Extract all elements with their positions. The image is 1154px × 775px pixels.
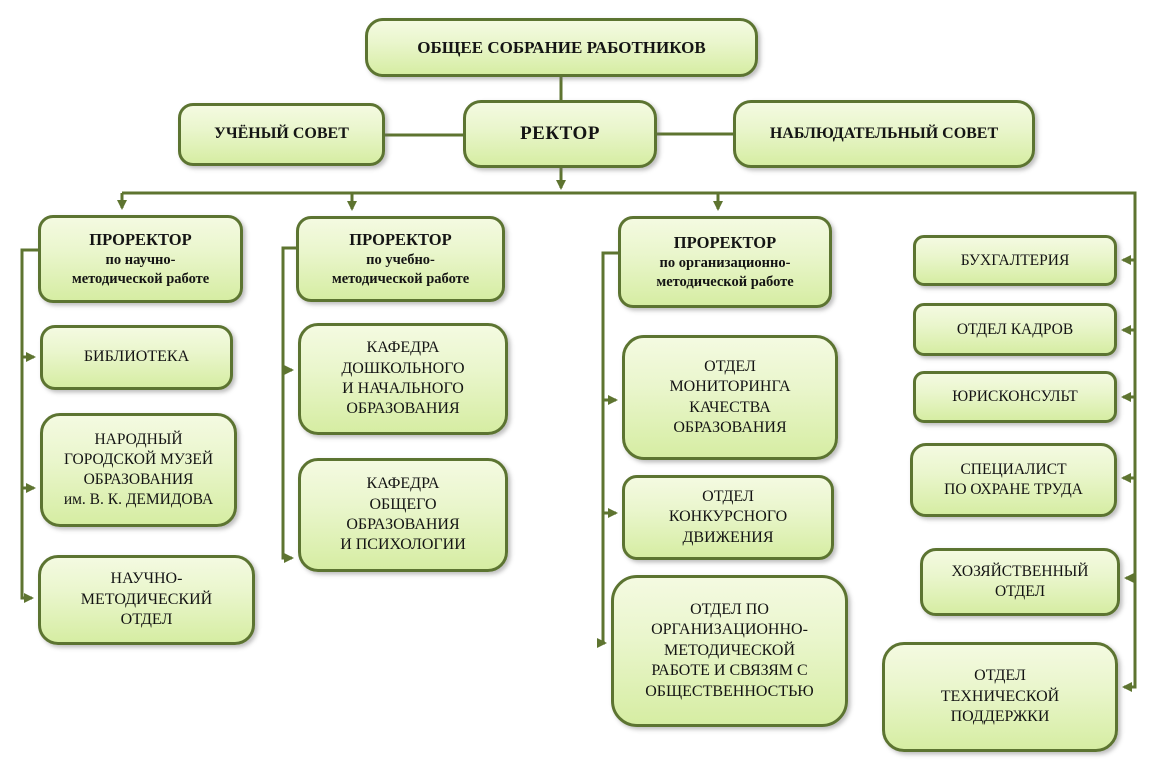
- node-legal-counsel: ЮРИСКОНСУЛЬТ: [913, 371, 1117, 423]
- node-general-meeting: ОБЩЕЕ СОБРАНИЕ РАБОТНИКОВ: [365, 18, 758, 77]
- node-scientific-methodical-dept: НАУЧНО- МЕТОДИЧЕСКИЙ ОТДЕЛ: [38, 555, 255, 645]
- vice-rector-scientific-subtitle: по научно- методической работе: [71, 251, 210, 287]
- node-rector: РЕКТОР: [463, 100, 657, 168]
- vice-rector-organizational-title: ПРОРЕКТОР: [673, 233, 777, 253]
- vice-rector-organizational-subtitle: по организационно- методической работе: [656, 254, 794, 290]
- node-library: БИБЛИОТЕКА: [40, 325, 233, 390]
- node-vice-rector-organizational: ПРОРЕКТОР по организационно- методическо…: [618, 216, 832, 308]
- node-supervisory-council: НАБЛЮДАТЕЛЬНЫЙ СОВЕТ: [733, 100, 1035, 168]
- vice-rector-scientific-title: ПРОРЕКТОР: [89, 230, 192, 250]
- node-accounting: БУХГАЛТЕРИЯ: [913, 235, 1117, 286]
- node-tech-support-dept: ОТДЕЛ ТЕХНИЧЕСКОЙ ПОДДЕРЖКИ: [882, 642, 1118, 752]
- vice-rector-educational-subtitle: по учебно- методической работе: [331, 251, 470, 287]
- node-contest-dept: ОТДЕЛ КОНКУРСНОГО ДВИЖЕНИЯ: [622, 475, 834, 560]
- node-vice-rector-scientific: ПРОРЕКТОР по научно- методической работе: [38, 215, 243, 303]
- connector-col3-spine: [597, 251, 618, 648]
- node-dept-preschool-primary: КАФЕДРА ДОШКОЛЬНОГО И НАЧАЛЬНОГО ОБРАЗОВ…: [298, 323, 508, 435]
- node-dept-general-psychology: КАФЕДРА ОБЩЕГО ОБРАЗОВАНИЯ И ПСИХОЛОГИИ: [298, 458, 508, 572]
- node-vice-rector-educational: ПРОРЕКТОР по учебно- методической работе: [296, 216, 505, 302]
- node-museum: НАРОДНЫЙ ГОРОДСКОЙ МУЗЕЙ ОБРАЗОВАНИЯ им.…: [40, 413, 237, 527]
- node-labor-safety-specialist: СПЕЦИАЛИСТ ПО ОХРАНЕ ТРУДА: [910, 443, 1117, 517]
- node-hr-dept: ОТДЕЛ КАДРОВ: [913, 303, 1117, 356]
- connector-col2-spine: [281, 246, 296, 563]
- node-household-dept: ХОЗЯЙСТВЕННЫЙ ОТДЕЛ: [920, 548, 1120, 616]
- node-academic-council: УЧЁНЫЙ СОВЕТ: [178, 103, 385, 166]
- node-org-methodical-pr-dept: ОТДЕЛ ПО ОРГАНИЗАЦИОННО- МЕТОДИЧЕСКОЙ РА…: [611, 575, 848, 727]
- connector-col1-spine: [20, 248, 38, 603]
- connector-distribution-right-spine: [122, 191, 1137, 692]
- node-monitoring-dept: ОТДЕЛ МОНИТОРИНГА КАЧЕСТВА ОБРАЗОВАНИЯ: [622, 335, 838, 460]
- vice-rector-educational-title: ПРОРЕКТОР: [349, 230, 452, 250]
